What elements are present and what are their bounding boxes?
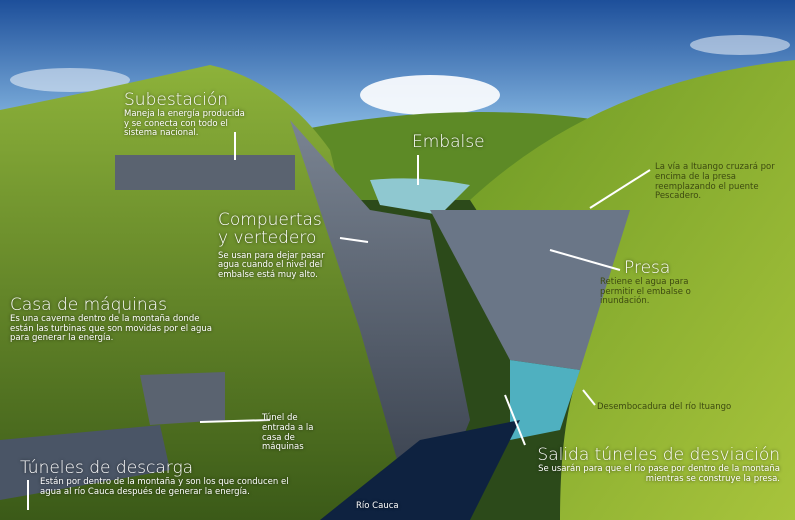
- rio-cauca: [320, 420, 520, 520]
- presa-desc: Retiene el agua para permitir el embalse…: [600, 276, 691, 307]
- descarga-label: Túneles de descarga Están por dentro de …: [20, 458, 300, 497]
- subestacion-desc: Maneja la energía producida y se conecta…: [124, 108, 245, 139]
- compuertas-desc: Se usan para dejar pasar agua cuando el …: [218, 250, 325, 281]
- casa-title: Casa de máquinas: [10, 295, 167, 315]
- right-mountain: [470, 60, 795, 520]
- subestacion-title: Subestación: [124, 90, 229, 110]
- descarga-desc: Están por dentro de la montaña y son los…: [40, 476, 289, 497]
- reservoir: [370, 178, 470, 215]
- vertedero-title: y vertedero: [218, 227, 317, 248]
- spillway: [290, 120, 470, 470]
- salida-label: Salida túneles de desviación Se usarán p…: [505, 445, 780, 484]
- salida-desc: Se usarán para que el río pase por dentr…: [538, 463, 780, 484]
- substation: [115, 155, 295, 190]
- embalse-title: Embalse: [412, 132, 485, 152]
- salida-title: Salida túneles de desviación: [537, 445, 780, 465]
- compuertas-title: Compuertas: [218, 210, 322, 230]
- compuertas-label: Compuertas y vertedero Se usan para deja…: [218, 210, 338, 281]
- river-water: [510, 360, 580, 440]
- casa-desc: Es una caverna dentro de la montaña dond…: [10, 313, 213, 344]
- casa-label: Casa de máquinas Es una caverna dentro d…: [10, 295, 225, 344]
- cloud: [690, 35, 790, 55]
- discharge-tunnels: [0, 425, 170, 500]
- dam-wall: [430, 210, 630, 370]
- descarga-title: Túneles de descarga: [20, 458, 194, 478]
- rio-cauca-label: Río Cauca: [356, 501, 399, 511]
- presa-title: Presa: [624, 258, 671, 278]
- cloud: [360, 75, 500, 115]
- presa-label: Presa Retiene el agua para permitir el e…: [600, 258, 700, 307]
- tunel-entrada-desc: Túnel de entrada a la casa de máquinas: [262, 413, 314, 453]
- via-desc: La vía a Ituango cruzará por encima de l…: [655, 162, 775, 202]
- powerhouse-tunnel: [140, 372, 225, 425]
- cloud: [10, 68, 130, 92]
- subestacion-label: Subestación Maneja la energía producida …: [124, 90, 249, 139]
- pointer-arrows: [27, 132, 651, 510]
- desembocadura-desc: Desembocadura del río Ituango: [597, 402, 732, 412]
